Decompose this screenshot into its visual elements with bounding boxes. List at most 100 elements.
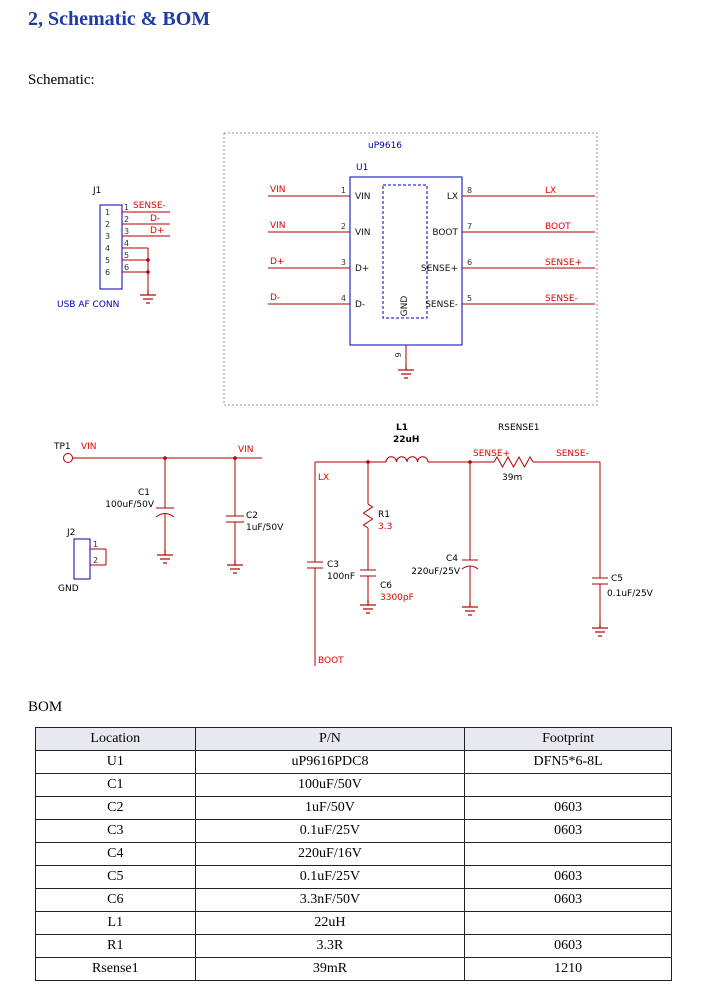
gnd-symbol (591, 622, 609, 637)
net-label: SENSE+ (473, 449, 510, 459)
pin-name-gnd: GND (400, 296, 410, 317)
bom-cell: 0603 (464, 865, 672, 889)
pin-number: 2 (105, 220, 110, 229)
bom-cell: U1 (35, 750, 196, 774)
bom-table: Location P/N Footprint U1 uP9616PDC8 DFN… (35, 727, 672, 981)
bom-cell: C1 (35, 773, 196, 797)
pin-number: 1 (93, 540, 98, 549)
bom-heading: BOM (28, 699, 63, 715)
j1-connector: J1 1 2 3 4 5 6 1 2 3 4 5 6 SENSE- D- D+ (57, 186, 170, 310)
j1-body (99, 204, 123, 290)
table-row: C6 3.3nF/50V 0603 (35, 888, 672, 912)
pin-number-9: 9 (394, 352, 403, 357)
bom-cell: 220uF/16V (194, 842, 466, 866)
bom-cell: 22uH (194, 911, 466, 935)
pin-name: D+ (355, 264, 369, 274)
u1-part-number: uP9616 (368, 141, 402, 151)
net-label: SENSE- (556, 449, 589, 459)
output-section: L1 22uH LX C3 100nF BOOT R1 3.3 C6 3300 (307, 423, 654, 666)
bom-cell: C3 (35, 819, 196, 843)
table-row: R1 3.3R 0603 (35, 934, 672, 958)
table-row: C4 220uF/16V (35, 842, 672, 866)
bom-cell: 0603 (464, 888, 672, 912)
net-label: VIN (238, 445, 254, 455)
u1-gnd-pin: GND 9 (394, 296, 415, 379)
pin-number: 2 (341, 222, 346, 231)
pin-name: VIN (355, 228, 371, 238)
pin-number: 4 (124, 239, 129, 248)
pin-name: SENSE- (425, 300, 458, 310)
bom-cell: 100uF/50V (194, 773, 466, 797)
rsense-value: 39m (502, 473, 522, 483)
net-label: D+ (150, 226, 164, 236)
rsense-refdes: RSENSE1 (498, 423, 540, 433)
table-row: Rsense1 39mR 1210 (35, 957, 672, 981)
c6-value: 3300pF (380, 593, 414, 603)
bom-cell: 39mR (194, 957, 466, 981)
net-label: VIN (270, 221, 286, 231)
pin-number: 6 (124, 263, 129, 272)
table-row: C3 0.1uF/25V 0603 (35, 819, 672, 843)
pin-number: 1 (105, 208, 110, 217)
pin-name: D- (355, 300, 365, 310)
table-row: C2 1uF/50V 0603 (35, 796, 672, 820)
pin-number: 8 (467, 186, 472, 195)
c4-value: 220uF/25V (411, 567, 461, 577)
bom-header-location: Location (35, 727, 196, 751)
gnd-symbol (397, 364, 415, 379)
bom-cell (464, 842, 672, 866)
table-row: L1 22uH (35, 911, 672, 935)
c5-refdes: C5 (611, 574, 623, 584)
bom-cell (464, 773, 672, 797)
c5-value: 0.1uF/25V (607, 589, 654, 599)
page-title: 2, Schematic & BOM (28, 8, 211, 30)
net-label: BOOT (318, 656, 344, 666)
pin-number: 2 (93, 556, 98, 565)
gnd-symbol (359, 599, 377, 614)
net-label: BOOT (545, 222, 571, 232)
pin-number: 3 (341, 258, 346, 267)
u1-refdes: U1 (356, 163, 368, 173)
bom-cell: uP9616PDC8 (194, 750, 466, 774)
u1-section: uP9616 U1 VIN VIN D+ D- 1 2 3 4 VIN VIN … (223, 132, 598, 406)
pin-number: 4 (341, 294, 346, 303)
net-label: SENSE- (545, 294, 578, 304)
c3-refdes: C3 (327, 560, 339, 570)
pin-number: 4 (105, 244, 110, 253)
schematic-diagram: uP9616 U1 VIN VIN D+ D- 1 2 3 4 VIN VIN … (53, 132, 654, 666)
table-row: C1 100uF/50V (35, 773, 672, 797)
bom-cell: 0603 (464, 934, 672, 958)
gnd-symbol (461, 601, 479, 616)
table-row: U1 uP9616PDC8 DFN5*6-8L (35, 750, 672, 774)
pin-number: 3 (105, 232, 110, 241)
c4-refdes: C4 (446, 554, 458, 564)
c2-refdes: C2 (246, 511, 258, 521)
c1-value: 100uF/50V (105, 500, 155, 510)
bom-cell: C6 (35, 888, 196, 912)
bom-header-row: Location P/N Footprint (35, 727, 672, 751)
pin-number: 6 (105, 268, 110, 277)
j1-type-label: USB AF CONN (57, 300, 119, 310)
pin-number: 1 (124, 203, 129, 212)
r1-refdes: R1 (378, 510, 390, 520)
tp1-refdes: TP1 (53, 442, 71, 452)
j2-body (73, 538, 91, 580)
j2-refdes: J2 (66, 528, 75, 538)
bom-header-footprint: Footprint (464, 727, 672, 751)
rsense-resistor-symbol (493, 455, 534, 469)
testpoint-symbol (63, 453, 73, 463)
l1-value: 22uH (393, 435, 419, 445)
bom-cell: 0603 (464, 796, 672, 820)
l1-refdes: L1 (396, 423, 408, 433)
bom-cell: 0603 (464, 819, 672, 843)
j1-refdes: J1 (92, 186, 101, 196)
c2-value: 1uF/50V (246, 523, 284, 533)
u1-left-pins: VIN VIN D+ D- 1 2 3 4 VIN VIN D+ D- (268, 185, 371, 310)
bom-cell: C5 (35, 865, 196, 889)
u1-body (349, 176, 463, 346)
c3-value: 100nF (327, 572, 355, 582)
pin-number: 6 (467, 258, 472, 267)
gnd-symbol (156, 549, 174, 564)
bom-cell: R1 (35, 934, 196, 958)
